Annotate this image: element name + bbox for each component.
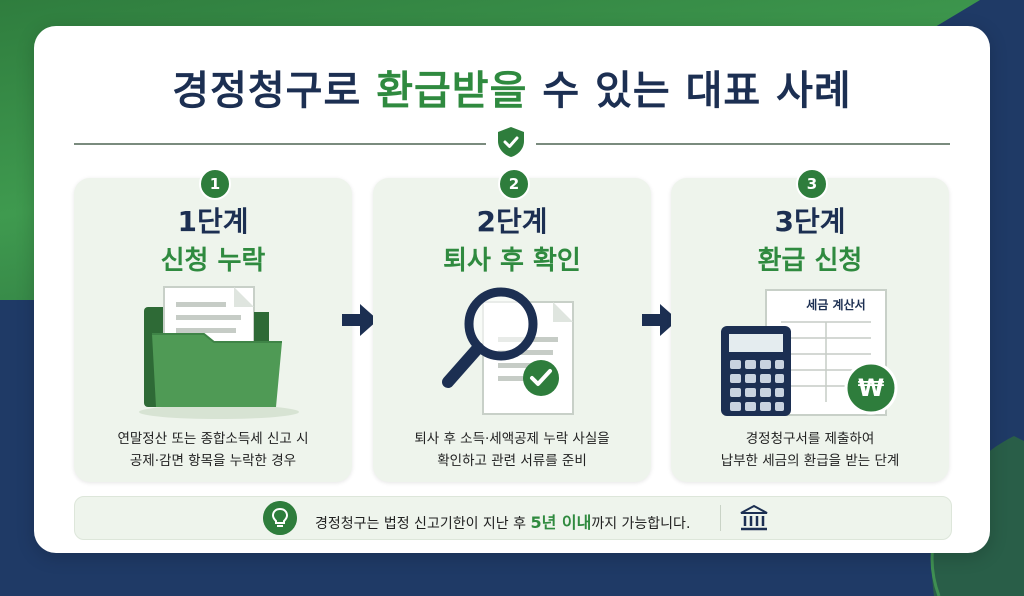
title-part2: 수 있는 대표 사례 (527, 68, 852, 114)
step-label: 3단계 (774, 205, 846, 238)
shield-check-icon (498, 127, 524, 157)
desc-line-2: 납부한 세금의 환급을 받는 단계 (720, 453, 900, 469)
note-separator (720, 505, 721, 531)
page-title: 경정청구로 환급받을 수 있는 대표 사례 (0, 58, 1024, 116)
info-note-bar: 경정청구는 법정 신고기한이 지난 후 5년 이내까지 가능합니다. (74, 496, 952, 540)
magnifier-check-icon (442, 287, 574, 415)
desc-line-1: 연말정산 또는 종합소득세 신고 시 (117, 431, 309, 447)
arrow-right-icon (342, 304, 378, 336)
divider-left (74, 143, 486, 145)
step-label: 1단계 (177, 205, 249, 238)
step-number-badge: 3 (796, 168, 828, 200)
note-text: 경정청구는 법정 신고기한이 지난 후 5년 이내까지 가능합니다. (315, 509, 690, 533)
step-description: 퇴사 후 소득·세액공제 누락 사실을 확인하고 관련 서류를 준비 (383, 428, 641, 472)
step-subtitle: 환급 신청 (757, 246, 863, 276)
calculator-tax-illustration (721, 289, 898, 416)
lightbulb-icon (263, 501, 297, 535)
note-text-before: 경정청구는 법정 신고기한이 지난 후 (315, 516, 531, 532)
note-highlight: 5년 이내 (530, 513, 592, 532)
folder-document-icon (139, 286, 299, 419)
title-part1: 경정청구로 (172, 68, 377, 114)
step-subtitle: 신청 누락 (160, 246, 266, 276)
step-label: 2단계 (476, 205, 548, 238)
won-coin-icon: ₩ (857, 374, 885, 402)
arrow-right-icon (642, 304, 678, 336)
calculator-won-icon: 세금 계산서 ₩ (721, 282, 901, 422)
note-text-after: 까지 가능합니다. (591, 516, 691, 532)
divider-right (536, 143, 950, 145)
step-card-3: 3 3단계 환급 신청 세금 계산서 ₩ 경정청구서를 제출하여 납부한 세금의 (671, 168, 949, 482)
step-card-2: 2 2단계 퇴사 후 확인 퇴사 후 소득·세액공제 누락 사실을 확인하고 관… (373, 168, 651, 482)
step-subtitle: 퇴사 후 확인 (443, 246, 581, 276)
desc-line-1: 경정청구서를 제출하여 (745, 431, 875, 447)
desc-line-1: 퇴사 후 소득·세액공제 누락 사실을 (414, 431, 610, 447)
step-number-badge: 2 (498, 168, 530, 200)
step-description: 연말정산 또는 종합소득세 신고 시 공제·감면 항목을 누락한 경우 (84, 428, 342, 472)
bank-icon (740, 504, 768, 531)
tax-document-label: 세금 계산서 (806, 298, 866, 312)
step-description: 경정청구서를 제출하여 납부한 세금의 환급을 받는 단계 (681, 428, 939, 472)
desc-line-2: 확인하고 관련 서류를 준비 (437, 453, 587, 469)
title-accent: 환급받을 (376, 68, 528, 114)
desc-line-2: 공제·감면 항목을 누락한 경우 (129, 453, 297, 469)
step-number-badge: 1 (199, 168, 231, 200)
step-card-1: 1 1단계 신청 누락 연말정산 또는 종합소득세 신고 시 공제·감면 항목을… (74, 168, 352, 482)
